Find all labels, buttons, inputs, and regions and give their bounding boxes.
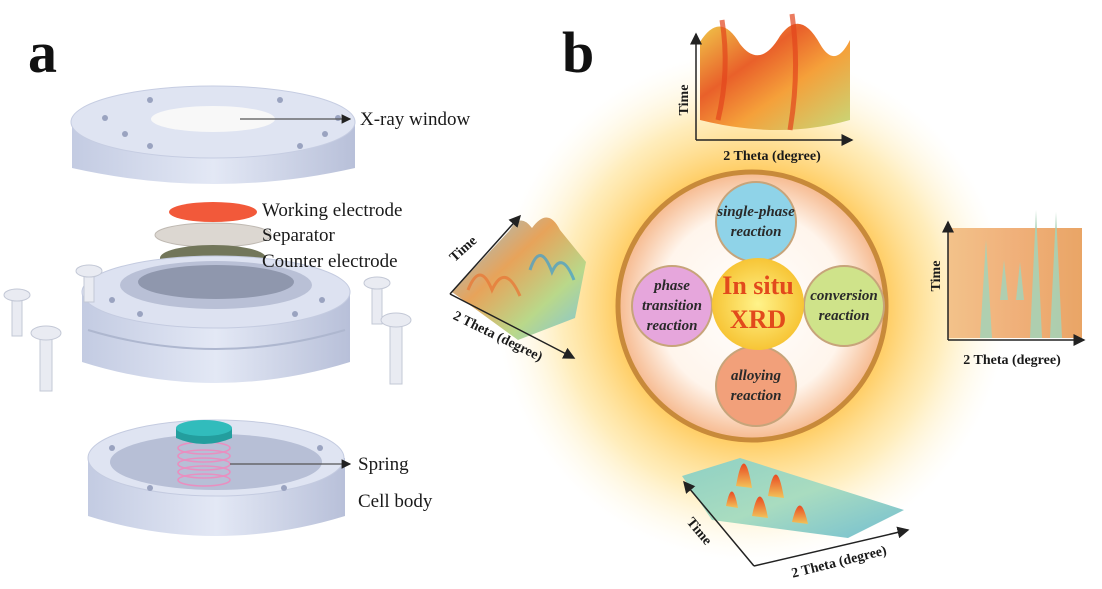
center-line2: XRD [730, 305, 786, 334]
bubble-single-phase-line1: single-phase [716, 204, 795, 220]
label-spring: Spring [358, 454, 409, 475]
screws [3, 264, 412, 392]
label-working-electrode: Working electrode [262, 200, 402, 221]
spring-cap [176, 420, 232, 436]
xray-window-disk [151, 106, 275, 132]
middle-body [81, 255, 351, 383]
bubble-alloying: alloying reaction [715, 345, 797, 427]
center-line1: In situ [722, 271, 794, 300]
bubble-conversion-line2: reaction [819, 308, 870, 324]
label-counter-electrode: Counter electrode [262, 251, 398, 272]
bubble-conversion-line1: conversion [810, 288, 878, 304]
axis-2theta-top: 2 Theta (degree) [723, 149, 821, 164]
axis-time-left: Time [447, 234, 480, 266]
working-electrode-disk [169, 202, 257, 222]
center-circle: In situ XRD [712, 258, 804, 350]
axis-2theta-right: 2 Theta (degree) [963, 353, 1061, 368]
bubble-phase-line1: phase [652, 278, 690, 294]
label-cell-body: Cell body [358, 491, 433, 512]
leader-lines [230, 114, 352, 469]
surface-plot-right: Time 2 Theta (degree) [929, 210, 1086, 368]
top-plate [70, 85, 356, 184]
bubble-alloying-line2: reaction [731, 388, 782, 404]
label-xray-window: X-ray window [360, 109, 471, 130]
bubble-phase-line2: transition [642, 298, 702, 314]
bubble-alloying-line1: alloying [731, 368, 782, 384]
label-separator: Separator [262, 225, 335, 246]
bubble-phase-line3: reaction [647, 318, 698, 334]
bubble-single-phase: single-phase reaction [715, 181, 797, 263]
axis-time-right: Time [929, 261, 944, 292]
axis-time-top: Time [677, 85, 692, 116]
panel-label-b: b [562, 20, 594, 85]
bubble-phase-transition: phase transition reaction [631, 265, 713, 347]
separator-disk [154, 222, 272, 248]
panel-label-a: a [28, 20, 57, 85]
surface-plot-top: Time 2 Theta (degree) [677, 13, 854, 164]
bottom-body [87, 419, 345, 536]
bubble-conversion: conversion reaction [803, 265, 885, 347]
bubble-single-phase-line2: reaction [731, 224, 782, 240]
